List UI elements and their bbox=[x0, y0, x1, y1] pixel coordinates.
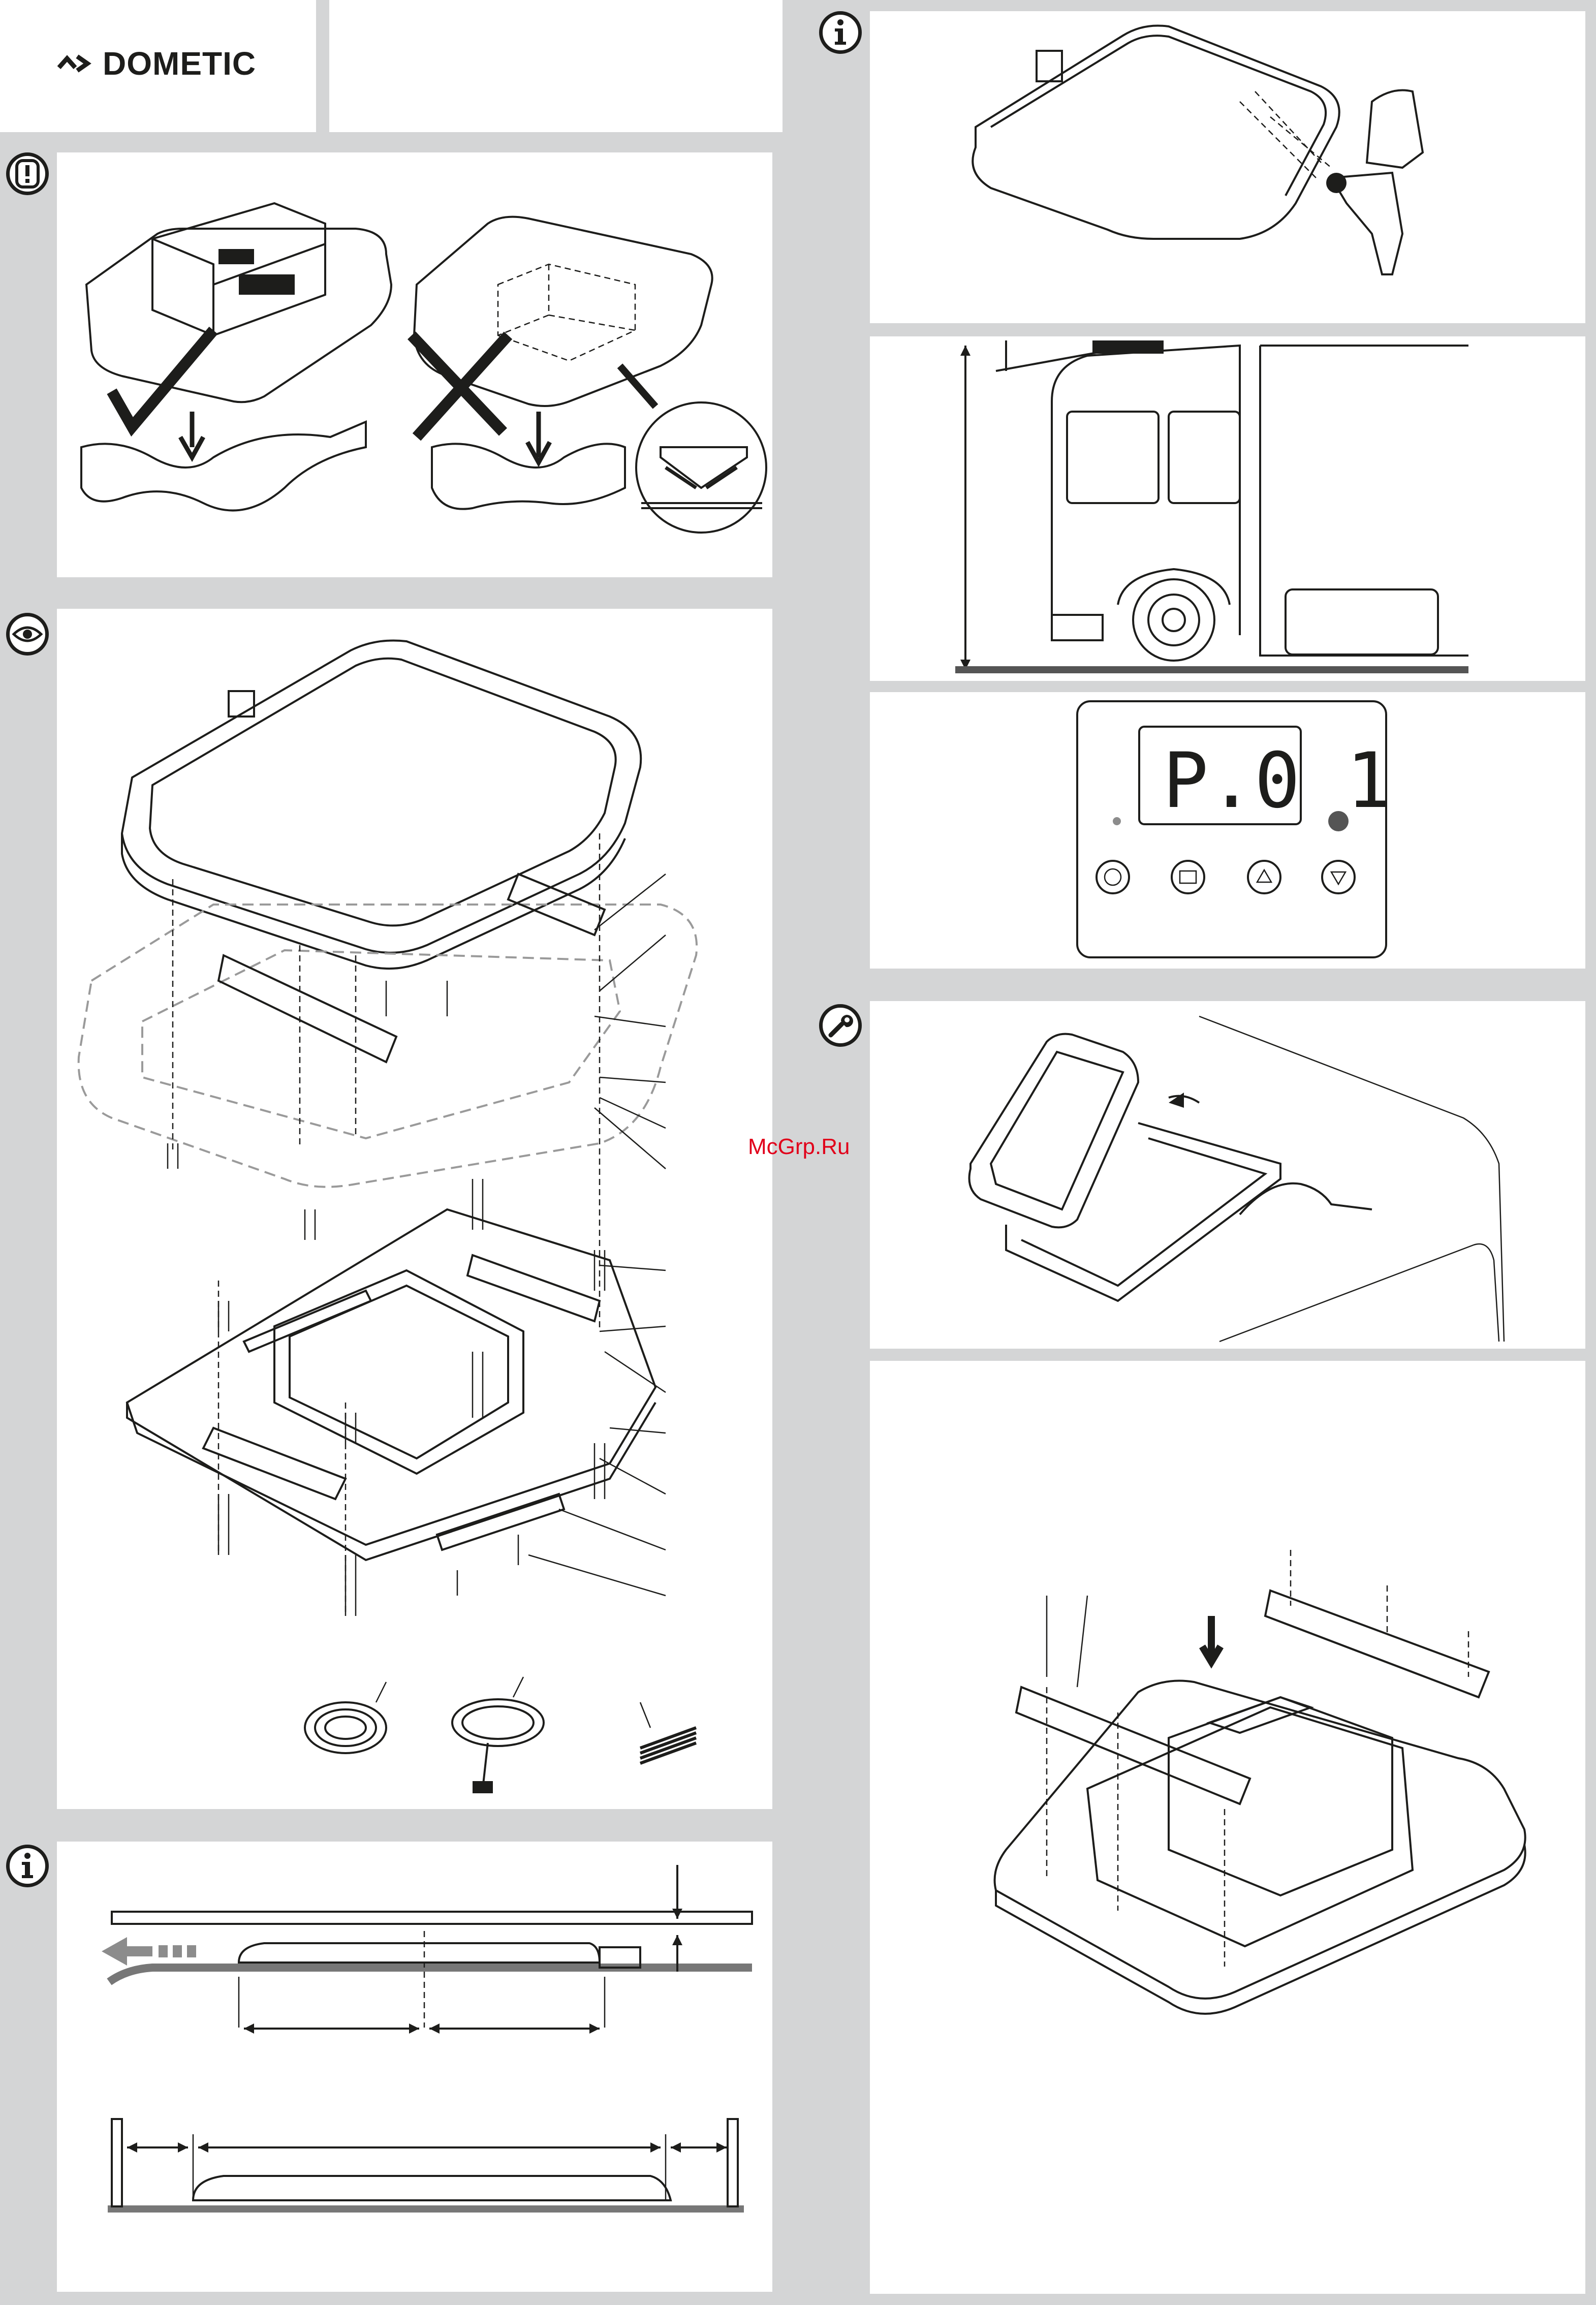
cross-icon bbox=[412, 335, 508, 437]
accessories bbox=[305, 1677, 696, 1793]
mounting-illustration bbox=[995, 1550, 1525, 2014]
down-arrow-icon bbox=[180, 412, 203, 457]
down-arrow-icon-2 bbox=[527, 412, 550, 462]
base-frame bbox=[127, 1209, 655, 1560]
detail-magnifier bbox=[620, 366, 766, 533]
cleaning-illustration bbox=[969, 1016, 1505, 1342]
down-button[interactable] bbox=[1322, 861, 1355, 893]
checkmark-icon bbox=[112, 330, 213, 427]
callout-lines-exploded bbox=[528, 874, 666, 1596]
move-direction-arrow bbox=[102, 1937, 196, 1966]
spray-paint-illustration bbox=[973, 25, 1423, 274]
lcd-readout: P.0 1 bbox=[1163, 737, 1392, 825]
up-button[interactable] bbox=[1248, 861, 1280, 893]
screws-and-spacers bbox=[168, 833, 605, 1616]
roof-surface-left bbox=[81, 422, 366, 511]
power-button[interactable] bbox=[1097, 861, 1129, 893]
rooftop-cover bbox=[122, 640, 641, 969]
mounting-bracket-upper bbox=[218, 874, 605, 1062]
vehicle-illustration bbox=[955, 340, 1468, 670]
gasket-outline bbox=[79, 905, 697, 1187]
clearance-top-diagram bbox=[109, 1865, 752, 2034]
roof-surface-right bbox=[432, 444, 625, 509]
clearance-bottom-diagram bbox=[108, 2119, 744, 2213]
menu-button[interactable] bbox=[1172, 861, 1204, 893]
correct-placement-illustration bbox=[86, 203, 391, 402]
